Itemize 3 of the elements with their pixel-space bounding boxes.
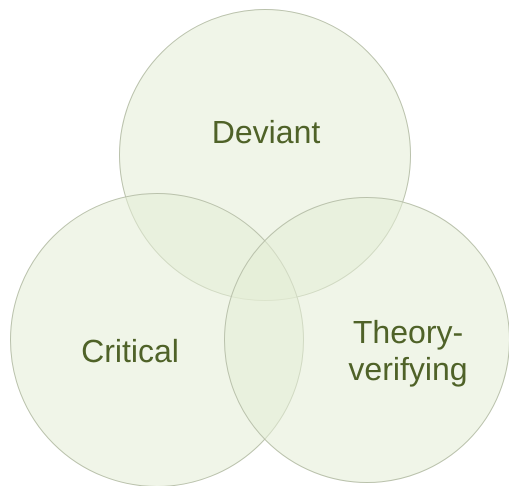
circle-label: Critical (80, 332, 180, 370)
circle-label: Deviant (210, 114, 322, 150)
circle-label: Theory- verifying (347, 314, 469, 388)
